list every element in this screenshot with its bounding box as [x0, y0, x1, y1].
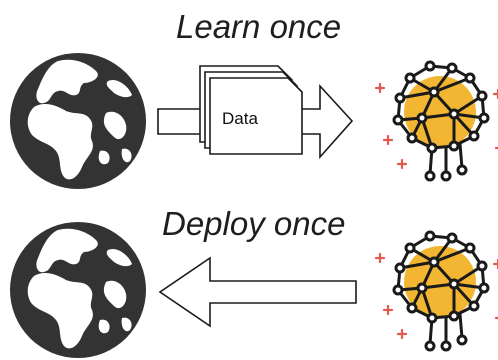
globe-icon [10, 53, 146, 189]
data-document-stack [199, 65, 303, 155]
learn-once-label: Learn once [176, 8, 342, 45]
data-label: Data [222, 109, 258, 128]
deploy-arrow [158, 256, 357, 328]
globe-icon-bottom [10, 222, 146, 358]
ai-brain-icon-bottom [374, 230, 498, 352]
ai-brain-icon [374, 60, 498, 182]
deploy-once-label: Deploy once [162, 205, 346, 242]
